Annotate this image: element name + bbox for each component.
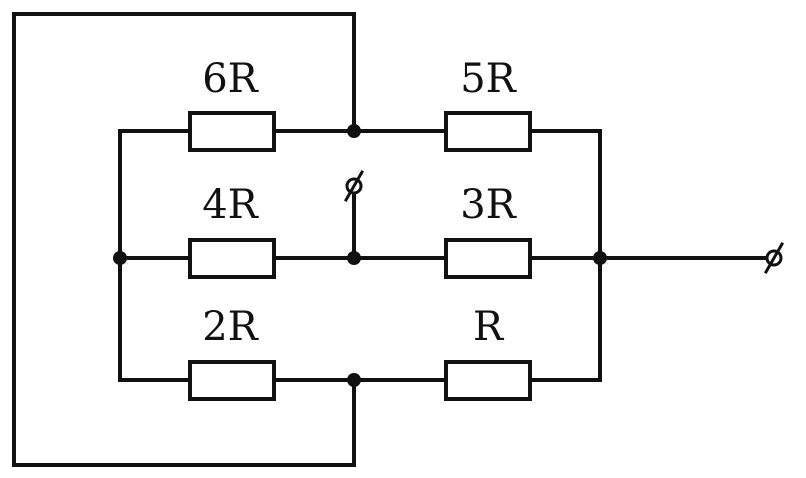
junction-bot-center [347,373,361,387]
terminal-right [763,241,785,275]
resistor-5r [444,111,532,152]
terminal-center [343,169,365,203]
label-5r: 5R [460,56,517,102]
junction-mid-left [113,251,127,265]
junction-mid-center [347,251,361,265]
junction-mid-right [593,251,607,265]
label-2r: 2R [202,304,259,350]
outer-loop-wire [12,12,356,467]
label-r: R [473,304,505,350]
resistor-4r [188,238,276,279]
resistor-3r [444,238,532,279]
label-6r: 6R [202,56,259,102]
junction-top-center [347,124,361,138]
resistor-2r [188,360,276,401]
label-3r: 3R [460,182,517,228]
label-4r: 4R [202,182,259,228]
resistor-6r [188,111,276,152]
resistor-r [444,360,532,401]
